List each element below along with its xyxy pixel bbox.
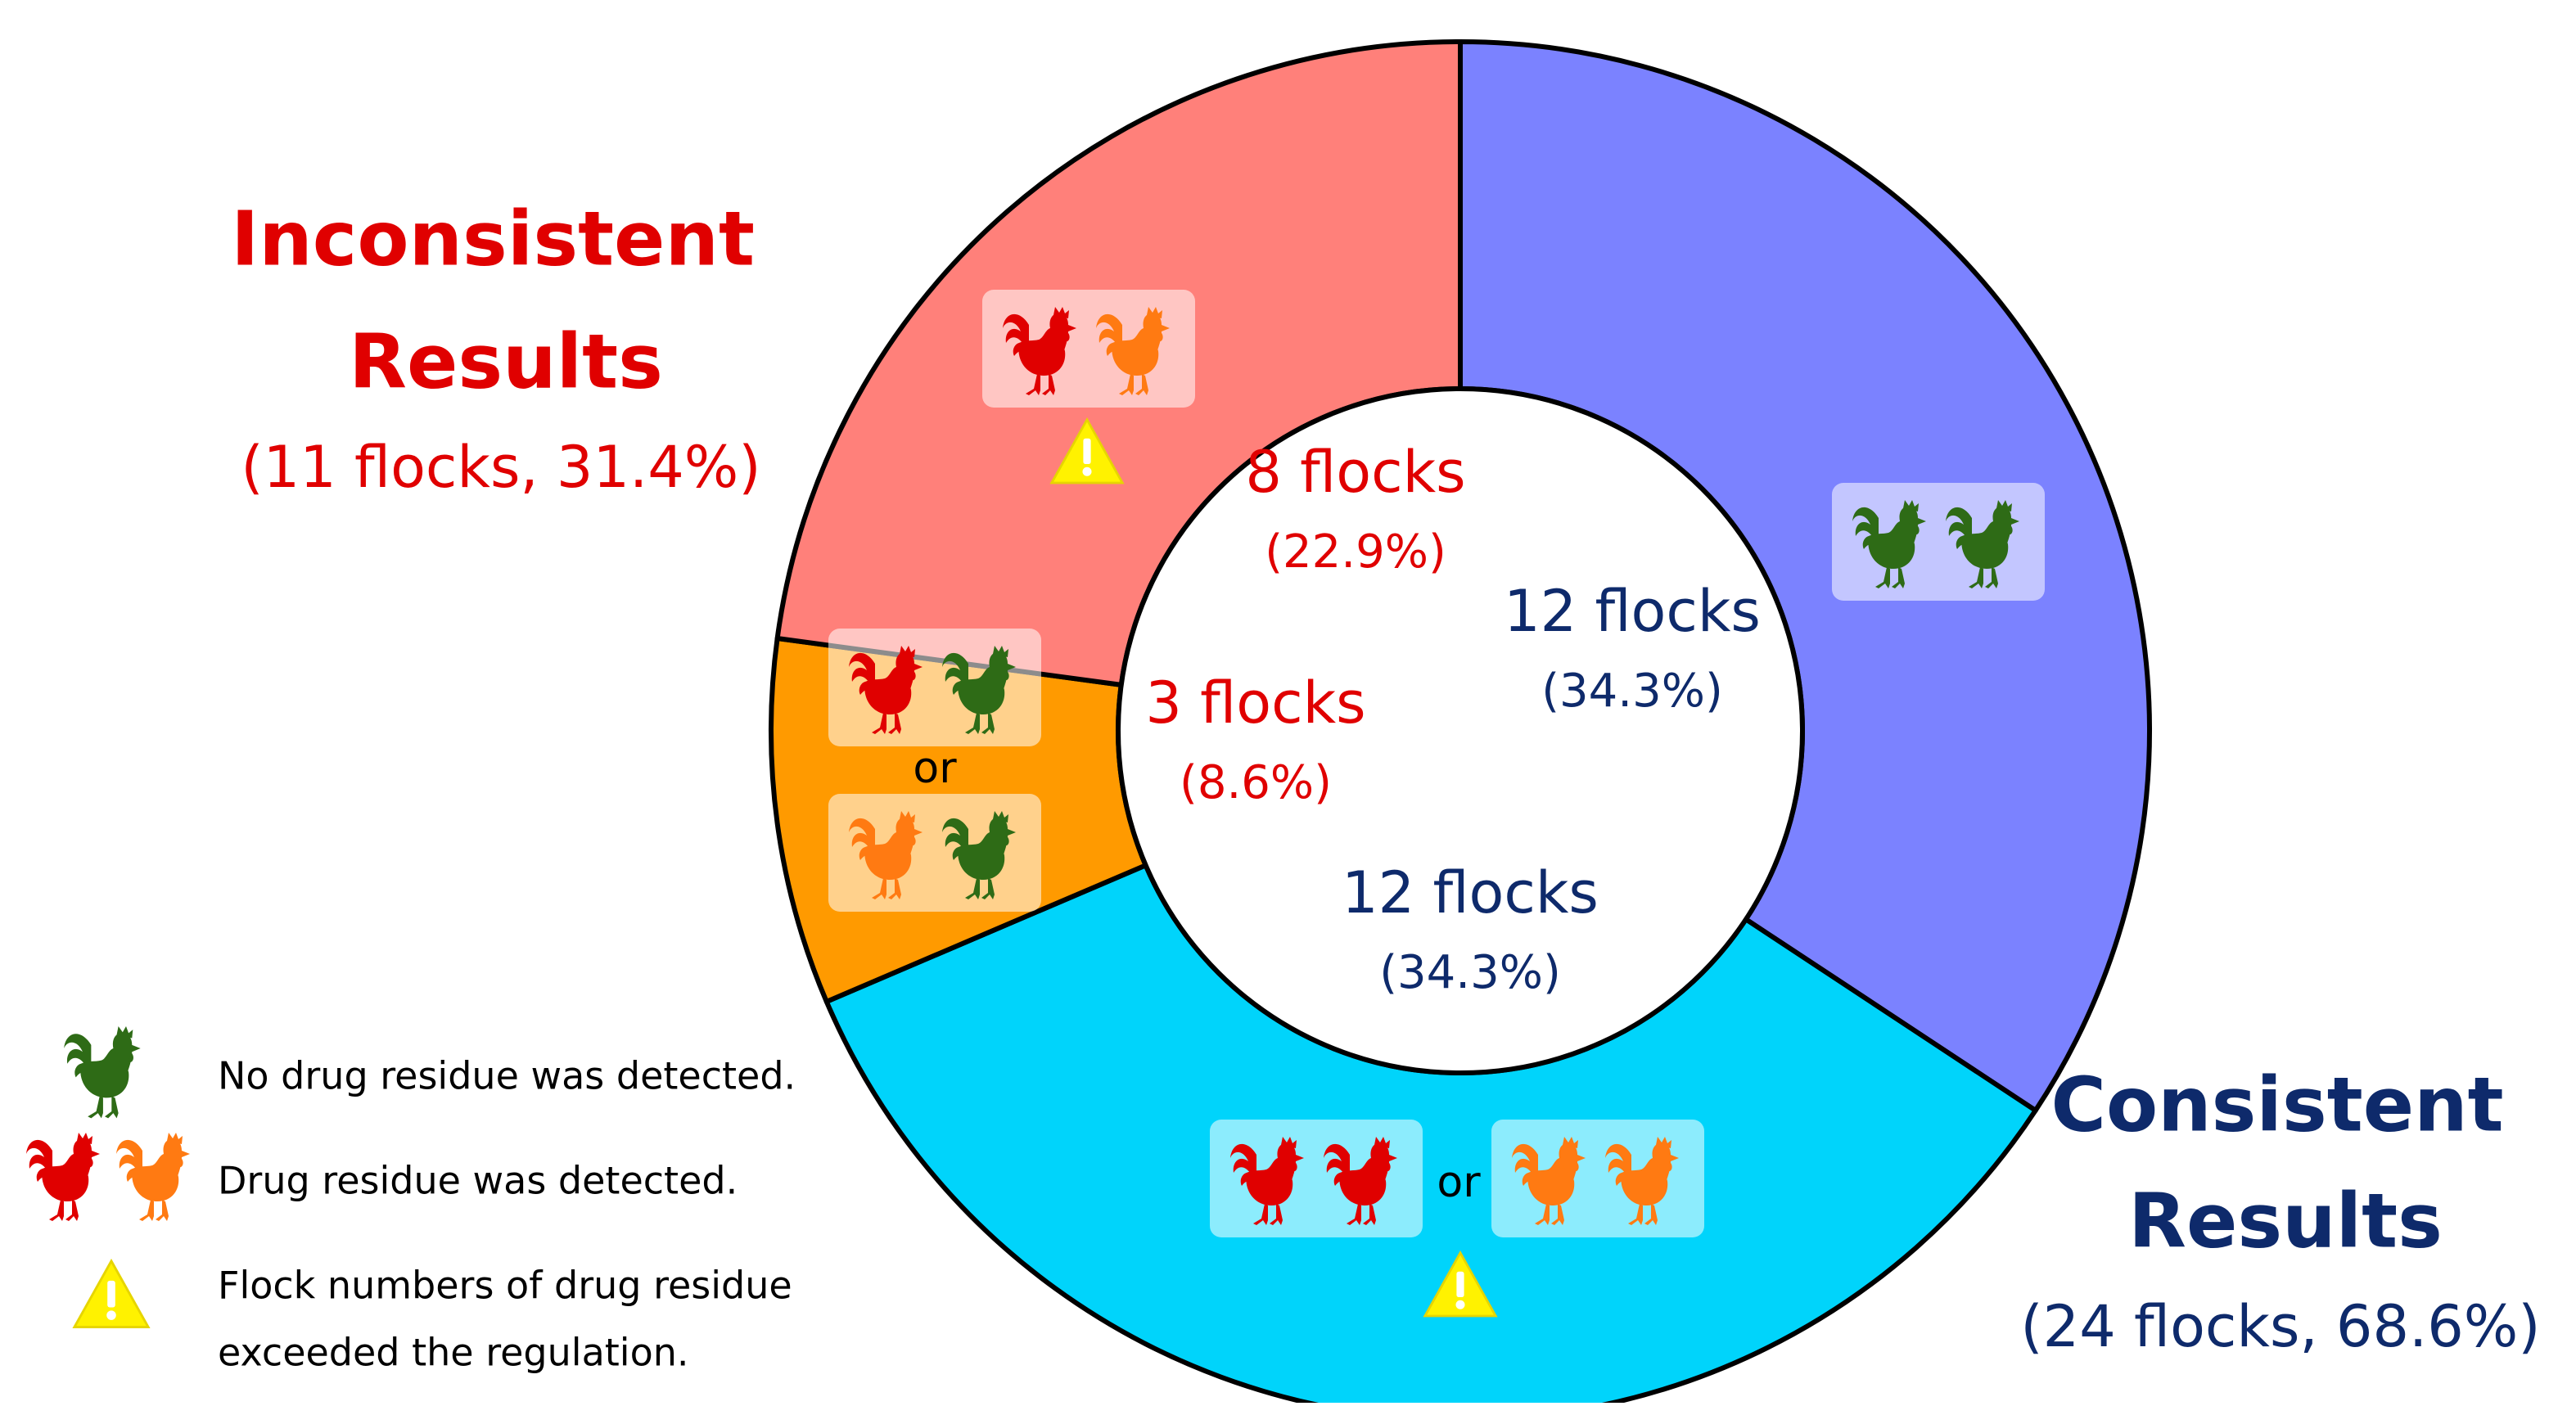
slice-labels: 12 flocks (34.3%) 12 flocks (34.3%) 3 flocks… <box>26 195 2541 1375</box>
slice-count-label: 8 flocks <box>1245 439 1465 506</box>
consistent-results-title: Consistent <box>2050 1061 2503 1148</box>
badge-mixed-red-green <box>828 629 1041 746</box>
badge-residue-both-red <box>1210 1120 1423 1237</box>
slice-percent-label: (22.9%) <box>1265 525 1446 579</box>
slice-count-label: 12 flocks <box>1504 578 1761 645</box>
legend-text-exceeded-line2: exceeded the regulation. <box>218 1331 689 1375</box>
inconsistent-results-subtitle: (11 flocks, 31.4%) <box>241 434 760 501</box>
legend-text-no-residue: No drug residue was detected. <box>218 1054 796 1098</box>
badge-no-residue-both <box>1832 483 2045 601</box>
slice-percent-label: (8.6%) <box>1180 756 1332 809</box>
slice-count-label: 12 flocks <box>1342 859 1599 926</box>
slice-percent-label: (34.3%) <box>1379 946 1561 999</box>
badge-residue-both-orange <box>1491 1120 1704 1237</box>
badge-mixed-orange-green <box>828 794 1041 912</box>
legend-text-exceeded-line1: Flock numbers of drug residue <box>218 1264 792 1308</box>
orange-rooster-icon <box>116 1133 190 1221</box>
legend-text-residue: Drug residue was detected. <box>218 1159 738 1203</box>
inconsistent-results-title-line2: Results <box>349 318 663 405</box>
badge-residue-red-orange <box>982 290 1195 408</box>
consistent-results-subtitle: (24 flocks, 68.6%) <box>2020 1293 2540 1360</box>
chart-overlays: or or <box>828 290 2045 1318</box>
slice-count-label: 3 flocks <box>1145 669 1365 737</box>
green-rooster-icon <box>64 1026 141 1119</box>
legend-warning-icon <box>73 1260 150 1328</box>
slice-percent-label: (34.3%) <box>1541 665 1723 718</box>
inconsistent-results-title: Inconsistent <box>231 195 755 282</box>
or-text-inconsistent: or <box>913 744 957 793</box>
red-rooster-icon <box>26 1133 100 1221</box>
donut-hole <box>1116 386 1805 1075</box>
consistent-results-title-line2: Results <box>2128 1177 2443 1264</box>
legend: No drug residue was detected. Drug residu… <box>26 1026 796 1375</box>
or-text-consistent: or <box>1437 1158 1481 1207</box>
